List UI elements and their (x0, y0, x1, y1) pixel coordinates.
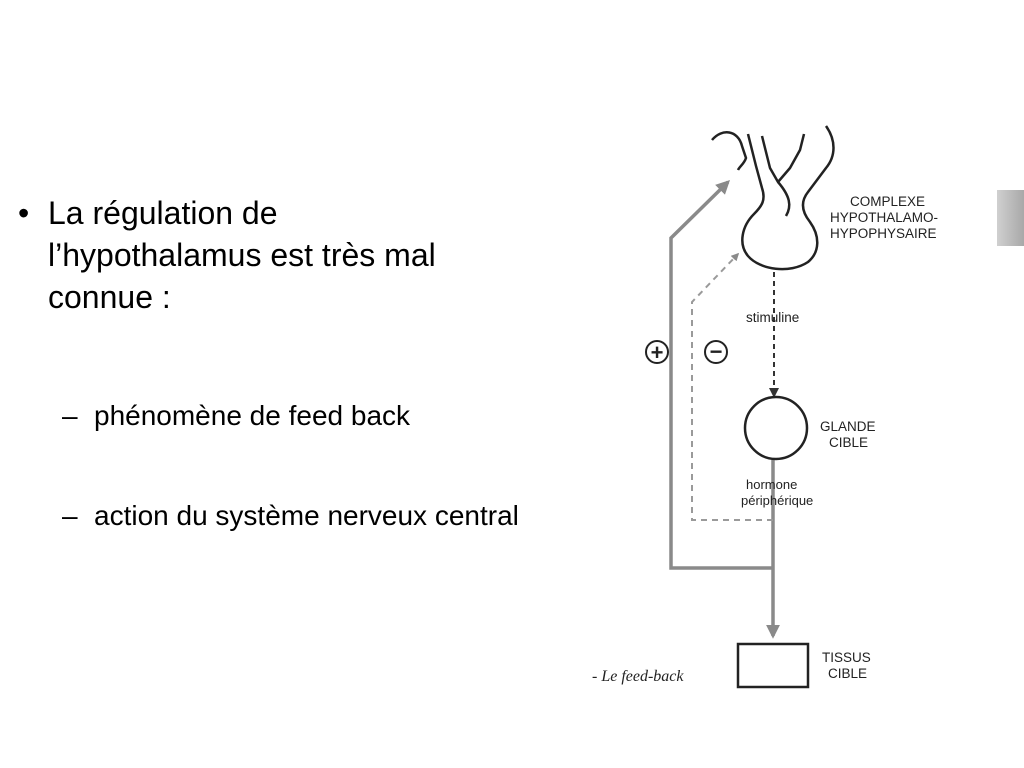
sub-item-text: phénomène de feed back (94, 400, 411, 431)
dash-marker: – (62, 500, 78, 531)
target-tissue-box (736, 642, 810, 689)
side-scroll-tab (997, 190, 1024, 246)
target-gland-label: GLANDE CIBLE (820, 419, 879, 450)
plus-symbol: + (645, 340, 669, 365)
complex-label: COMPLEXE HYPOTHALAMO- HYPOPHYSAIRE (830, 194, 942, 241)
dash-marker: – (62, 400, 78, 431)
sub-item-text: action du système nerveux central (94, 500, 519, 531)
bullet-dot: • (18, 195, 30, 231)
minus-symbol: − (704, 339, 728, 364)
target-tissue-label: TISSUS CIBLE (822, 650, 875, 681)
svg-text:+: + (651, 340, 664, 365)
svg-text:−: − (710, 339, 723, 364)
peripheral-hormone-label: hormone périphérique (741, 477, 813, 508)
stimuline-label: stimuline (746, 310, 799, 325)
target-gland-circle (743, 395, 809, 461)
bullet-main-text: La régulation de l’hypothalamus est très… (48, 195, 436, 315)
positive-feedback-path (669, 180, 780, 639)
hypothalamus-pituitary-shape (711, 125, 835, 271)
diagram-caption: - Le feed-back (592, 668, 684, 685)
negative-feedback-path (691, 252, 773, 521)
